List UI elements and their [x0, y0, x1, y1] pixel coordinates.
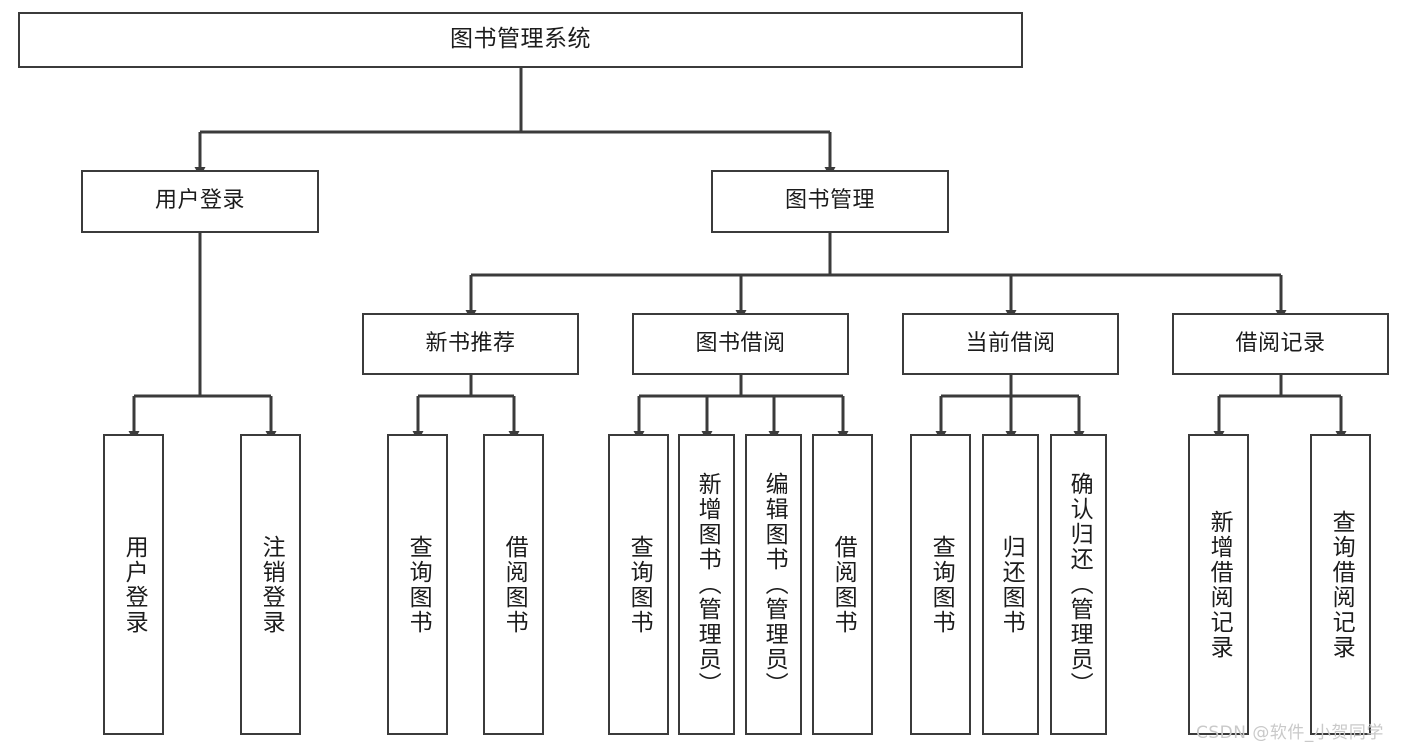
leaf-query-book-current[interactable]: 查询图书: [910, 434, 971, 735]
node-label: 编辑图书（管理员）: [761, 472, 788, 697]
leaf-confirm-return-admin[interactable]: 确认归还（管理员）: [1050, 434, 1107, 735]
node-label: 查询图书: [626, 534, 653, 635]
node-current-borrow[interactable]: 当前借阅: [902, 313, 1119, 375]
leaf-borrow-book-recommend[interactable]: 借阅图书: [483, 434, 544, 735]
watermark: CSDN @软件_小贺同学: [1196, 723, 1384, 743]
node-label: 借阅图书: [830, 534, 857, 635]
leaf-add-book-admin[interactable]: 新增图书（管理员）: [678, 434, 735, 735]
leaf-add-borrow-record[interactable]: 新增借阅记录: [1188, 434, 1249, 735]
leaf-return-book[interactable]: 归还图书: [982, 434, 1039, 735]
node-label: 图书管理: [784, 188, 875, 214]
node-label: 查询图书: [928, 534, 955, 635]
node-book-borrow[interactable]: 图书借阅: [632, 313, 849, 375]
node-label: 新书推荐: [425, 330, 516, 356]
node-label: 查询借阅记录: [1328, 509, 1355, 660]
node-new-book-recommend[interactable]: 新书推荐: [362, 313, 579, 375]
node-label: 查询图书: [405, 534, 432, 635]
node-label: 借阅记录: [1235, 330, 1326, 356]
leaf-query-borrow-record[interactable]: 查询借阅记录: [1310, 434, 1371, 735]
leaf-edit-book-admin[interactable]: 编辑图书（管理员）: [745, 434, 802, 735]
leaf-borrow-book[interactable]: 借阅图书: [812, 434, 873, 735]
node-label: 新增借阅记录: [1206, 509, 1233, 660]
leaf-user-logout[interactable]: 注销登录: [240, 434, 301, 735]
leaf-user-login[interactable]: 用户登录: [103, 434, 164, 735]
node-label: 确认归还（管理员）: [1066, 472, 1093, 697]
leaf-query-book-borrow[interactable]: 查询图书: [608, 434, 669, 735]
node-user-login[interactable]: 用户登录: [81, 170, 319, 233]
node-root[interactable]: 图书管理系统: [18, 12, 1023, 68]
node-label: 图书管理系统: [450, 26, 591, 53]
node-book-manage[interactable]: 图书管理: [711, 170, 949, 233]
node-label: 图书借阅: [695, 330, 786, 356]
node-borrow-record[interactable]: 借阅记录: [1172, 313, 1389, 375]
node-label: 归还图书: [998, 534, 1025, 635]
node-label: 注销登录: [258, 534, 285, 635]
node-label: 用户登录: [121, 534, 148, 635]
node-label: 当前借阅: [965, 330, 1056, 356]
node-label: 新增图书（管理员）: [694, 472, 721, 697]
leaf-query-book-recommend[interactable]: 查询图书: [387, 434, 448, 735]
node-label: 借阅图书: [501, 534, 528, 635]
node-label: 用户登录: [154, 188, 245, 214]
